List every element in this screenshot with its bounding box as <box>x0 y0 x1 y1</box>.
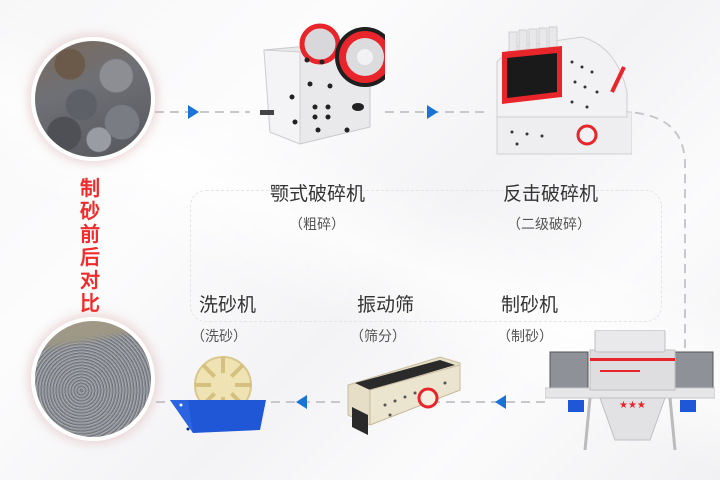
sand-maker-label: 制砂机 <box>501 294 559 316</box>
raw-stone-image <box>31 37 155 161</box>
impact-crusher-label: 反击破碎机 <box>503 183 599 205</box>
svg-text:★★★: ★★★ <box>619 400 646 411</box>
arrow-left-icon <box>296 395 307 409</box>
arrow-right-icon <box>427 105 438 119</box>
jaw-crusher-stage: （粗碎） <box>289 217 345 233</box>
inner-dashed-frame <box>190 190 662 322</box>
impact-crusher-stage: （二级破碎） <box>507 217 591 233</box>
sand-making-machine-icon: ★★★ <box>545 330 715 451</box>
comparison-title: 制砂前后对比 <box>80 176 100 315</box>
sand-washer-stage: （洗砂） <box>191 329 247 345</box>
vibrating-screen-stage: （筛分） <box>350 329 406 345</box>
jaw-crusher-label: 颚式破碎机 <box>270 183 366 205</box>
jaw-crusher-icon <box>260 23 385 145</box>
sand-washer-label: 洗砂机 <box>199 294 257 316</box>
vibrating-screen-icon <box>347 356 461 435</box>
finished-sand-image <box>31 317 155 441</box>
impact-crusher-icon <box>496 26 632 155</box>
vibrating-screen-label: 振动筛 <box>357 294 415 316</box>
sand-maker-stage: （制砂） <box>497 329 553 345</box>
arrow-left-icon <box>495 395 506 409</box>
arrow-right-icon <box>188 105 199 119</box>
sand-washer-icon <box>170 356 266 433</box>
